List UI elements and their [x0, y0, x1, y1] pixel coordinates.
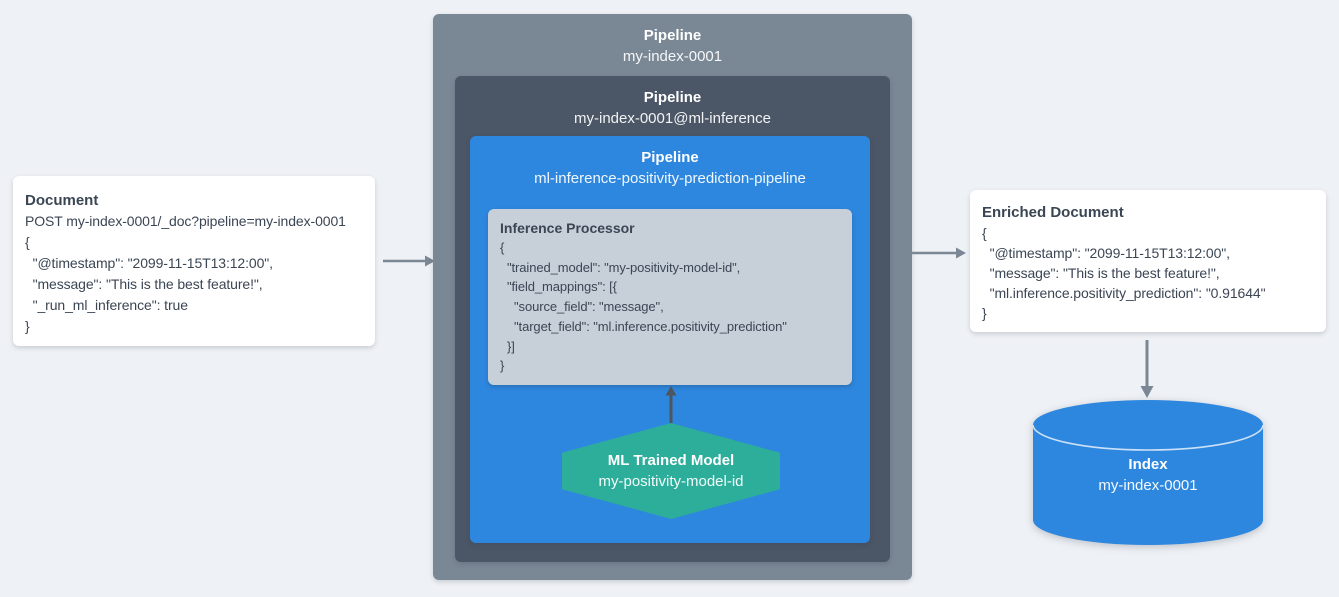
pipeline-prediction-name: ml-inference-positivity-prediction-pipel… [534, 170, 806, 187]
arrow-document-to-pipeline-icon [383, 255, 435, 267]
cylinder-shape-icon [1032, 400, 1264, 545]
index-label: Index my-index-0001 [1033, 454, 1263, 497]
enriched-document-box: Enriched Document { "@timestamp": "2099-… [970, 190, 1326, 332]
pipeline-outer-title: Pipeline [643, 27, 702, 44]
pipeline-prediction-title: Pipeline [641, 149, 699, 166]
pipeline-ml-inference-name: my-index-0001@ml-inference [574, 110, 771, 127]
enriched-document-code: { "@timestamp": "2099-11-15T13:12:00", "… [982, 225, 1266, 321]
pipeline-ml-inference-label: Pipeline my-index-0001@ml-inference [455, 88, 890, 129]
arrow-enriched-document-to-index-icon [1140, 340, 1154, 398]
pipeline-prediction-label: Pipeline ml-inference-positivity-predict… [470, 148, 870, 189]
index-title: Index [1128, 456, 1168, 473]
enriched-document-title: Enriched Document [982, 204, 1124, 221]
document-box: Document POST my-index-0001/_doc?pipelin… [13, 176, 375, 346]
document-code: POST my-index-0001/_doc?pipeline=my-inde… [25, 213, 346, 334]
pipeline-outer-name: my-index-0001 [622, 48, 723, 65]
inference-processor-code: { "trained_model": "my-positivity-model-… [500, 240, 787, 374]
inference-processor-box: Inference Processor { "trained_model": "… [488, 209, 852, 385]
pipeline-ml-inference-title: Pipeline [643, 89, 702, 106]
index-name: my-index-0001 [1098, 477, 1198, 494]
ml-trained-model-title: ML Trained Model [607, 451, 735, 469]
arrow-trained-model-to-processor-icon [665, 386, 677, 424]
inference-processor-title: Inference Processor [500, 220, 635, 236]
document-title: Document [25, 192, 99, 209]
ml-trained-model-name: my-positivity-model-id [598, 472, 744, 490]
pipeline-outer-label: Pipeline my-index-0001 [433, 26, 912, 67]
index-cylinder: Index my-index-0001 [1032, 400, 1264, 545]
arrow-pipeline-to-enriched-document-icon [912, 247, 966, 259]
